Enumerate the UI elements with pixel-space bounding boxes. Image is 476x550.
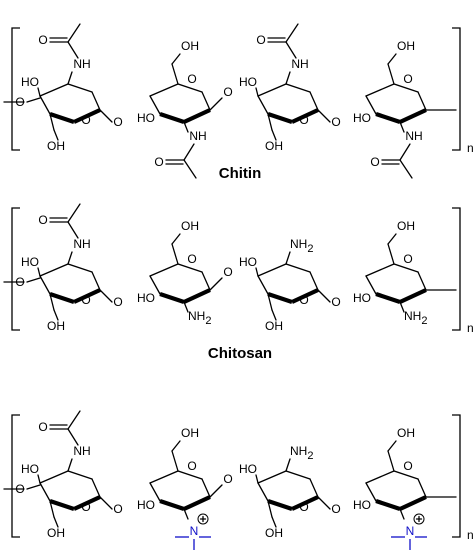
hydroxyl-label: OH <box>47 526 65 540</box>
sugar-unit-2: O HO OH NH O O <box>239 23 341 153</box>
positive-charge-icon <box>197 513 209 525</box>
repeat-index-label: n <box>467 141 474 155</box>
carbonyl-oxygen: O <box>38 213 47 227</box>
sugar-unit-1: O OH HO NH2 O <box>137 219 233 327</box>
positive-charge-icon <box>413 513 425 525</box>
amine-nitrogen: NH2 <box>290 444 313 462</box>
hydroxyl-label: HO <box>239 255 257 269</box>
hydroxyl-label: OH <box>397 39 415 53</box>
hydroxyl-label: OH <box>397 426 415 440</box>
hydroxyl-label: HO <box>353 111 371 125</box>
carbonyl-oxygen: O <box>38 420 47 434</box>
carbonyl-oxygen: O <box>256 33 265 47</box>
ring-oxygen: O <box>81 293 90 307</box>
repeat-index-label: n <box>467 321 474 335</box>
hydroxyl-label: OH <box>181 426 199 440</box>
compound-name: Chitin <box>219 165 262 182</box>
amine-nitrogen: NH2 <box>290 237 313 255</box>
hydroxyl-label: HO <box>353 498 371 512</box>
carbonyl-oxygen: O <box>154 155 163 169</box>
glycosidic-oxygen: O <box>331 502 340 516</box>
hydroxyl-label: HO <box>137 291 155 305</box>
ring-oxygen: O <box>403 72 412 86</box>
hydroxyl-label: OH <box>265 139 283 153</box>
amide-nitrogen: NH <box>291 57 308 71</box>
ring-oxygen: O <box>299 293 308 307</box>
compound-name: Chitosan <box>208 345 272 362</box>
structure-panel-2: nOOHOOHNHOOOOHHONOOHOOHNH2OOOHHONTMC <box>3 410 474 550</box>
hydroxyl-label: HO <box>239 462 257 476</box>
ring-oxygen: O <box>187 459 196 473</box>
sugar-unit-3: O OH HO NH O <box>353 39 457 179</box>
glycosidic-oxygen: O <box>223 85 232 99</box>
hydroxyl-label: HO <box>353 291 371 305</box>
glycosidic-oxygen: O <box>15 95 24 109</box>
sugar-unit-0: O HO OH NH O O <box>21 410 123 540</box>
quaternary-nitrogen: N <box>406 524 415 538</box>
glycosidic-oxygen: O <box>223 472 232 486</box>
amine-nitrogen: NH2 <box>404 309 427 327</box>
carbonyl-oxygen: O <box>370 155 379 169</box>
hydroxyl-label: HO <box>21 255 39 269</box>
amide-nitrogen: NH <box>73 57 90 71</box>
amide-nitrogen: NH <box>405 129 422 143</box>
ring-oxygen: O <box>403 252 412 266</box>
amine-nitrogen: NH2 <box>188 309 211 327</box>
carbonyl-oxygen: O <box>38 33 47 47</box>
glycosidic-oxygen: O <box>15 482 24 496</box>
hydroxyl-label: HO <box>137 111 155 125</box>
ring-oxygen: O <box>299 113 308 127</box>
structure-panel-0: nOOHOOHNHOOOOHHONHOOOHOOHNHOOOOHHONHOChi… <box>3 23 474 182</box>
glycosidic-oxygen: O <box>113 502 122 516</box>
quaternary-nitrogen: N <box>190 524 199 538</box>
sugar-unit-3: O OH HO NH2 <box>353 219 457 327</box>
ring-oxygen: O <box>299 500 308 514</box>
structure-panel-1: nOOHOOHNHOOOOHHONH2OOHOOHNH2OOOHHONH2Chi… <box>3 203 474 362</box>
amide-nitrogen: NH <box>73 237 90 251</box>
sugar-unit-1: O OH HO N O <box>137 426 233 550</box>
hydroxyl-label: OH <box>181 219 199 233</box>
hydroxyl-label: HO <box>21 75 39 89</box>
glycosidic-oxygen: O <box>113 295 122 309</box>
hydroxyl-label: OH <box>397 219 415 233</box>
ring-oxygen: O <box>187 72 196 86</box>
glycosidic-oxygen: O <box>15 275 24 289</box>
hydroxyl-label: HO <box>137 498 155 512</box>
ring-oxygen: O <box>187 252 196 266</box>
repeat-index-label: n <box>467 528 474 542</box>
ring-oxygen: O <box>403 459 412 473</box>
hydroxyl-label: OH <box>47 139 65 153</box>
amide-nitrogen: NH <box>73 444 90 458</box>
glycosidic-oxygen: O <box>223 265 232 279</box>
glycosidic-oxygen: O <box>113 115 122 129</box>
glycosidic-oxygen: O <box>331 115 340 129</box>
hydroxyl-label: OH <box>47 319 65 333</box>
hydroxyl-label: OH <box>265 319 283 333</box>
sugar-unit-0: O HO OH NH O O <box>21 23 123 153</box>
hydroxyl-label: HO <box>21 462 39 476</box>
glycosidic-oxygen: O <box>331 295 340 309</box>
hydroxyl-label: HO <box>239 75 257 89</box>
ring-oxygen: O <box>81 500 90 514</box>
sugar-unit-1: O OH HO NH O O <box>137 39 233 179</box>
amide-nitrogen: NH <box>189 129 206 143</box>
ring-oxygen: O <box>81 113 90 127</box>
sugar-unit-3: O OH HO N <box>353 426 457 550</box>
hydroxyl-label: OH <box>181 39 199 53</box>
hydroxyl-label: OH <box>265 526 283 540</box>
sugar-unit-0: O HO OH NH O O <box>21 203 123 333</box>
